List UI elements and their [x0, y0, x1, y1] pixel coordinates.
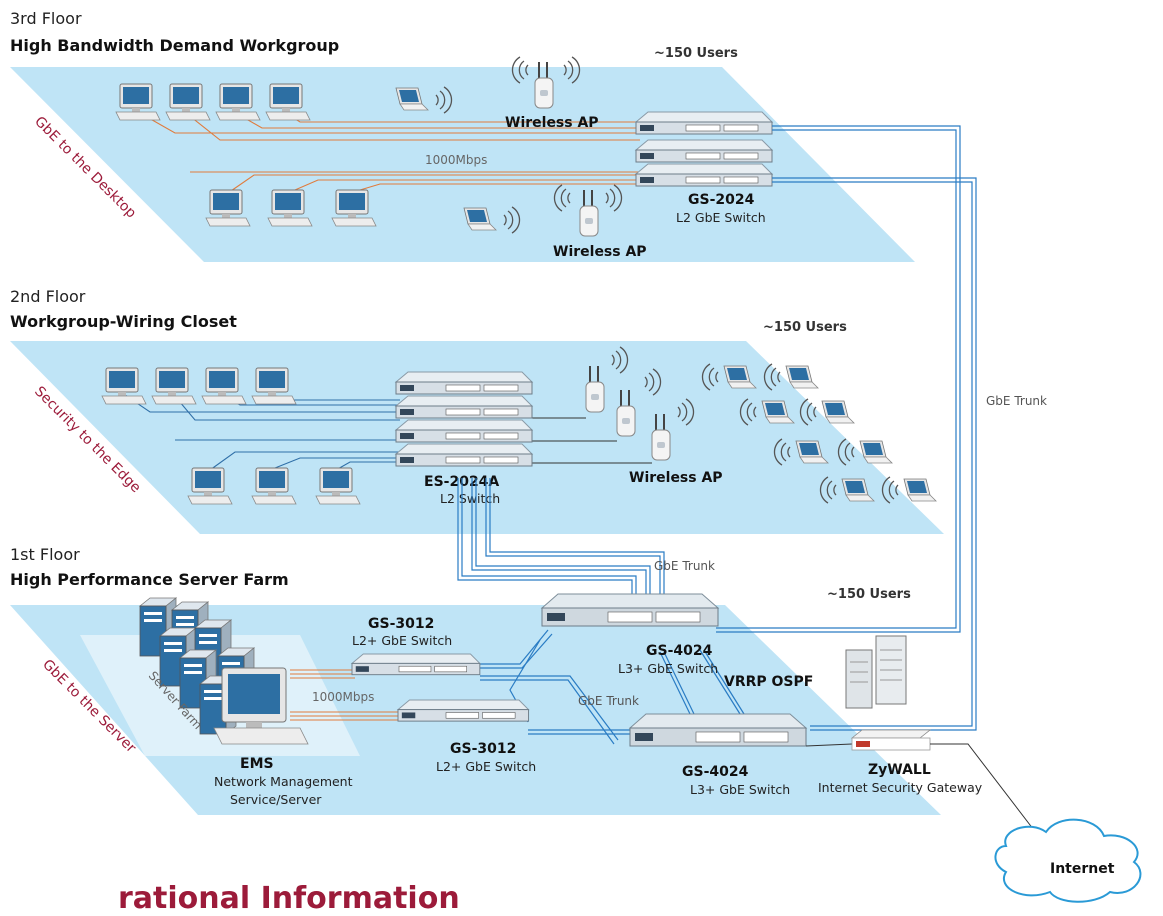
gs-3012-bottom-type: L2+ GbE Switch	[436, 759, 536, 774]
ems-line1: Network Management	[214, 774, 353, 789]
gs-2024-type: L2 GbE Switch	[676, 210, 766, 225]
second-floor-ap-label: Wireless AP	[629, 470, 723, 486]
zywall-device	[850, 729, 932, 751]
first-floor-name: 1st Floor	[10, 545, 80, 564]
third-floor-name: 3rd Floor	[10, 9, 82, 28]
second-floor-users: ~150 Users	[763, 320, 847, 335]
gs-3012-top-switch	[351, 653, 481, 676]
gs-2024-name: GS-2024	[688, 192, 755, 208]
second-floor-ap-links	[530, 417, 652, 464]
zywall-name: ZyWALL	[868, 762, 931, 778]
gs-3012-bottom-switch	[397, 699, 530, 722]
first-floor-speed-label: 1000Mbps	[312, 690, 374, 704]
first-floor-title: High Performance Server Farm	[10, 570, 289, 589]
second-floor-name: 2nd Floor	[10, 287, 86, 306]
gs-3012-top-name: GS-3012	[368, 616, 434, 632]
gs-4024-bottom-name: GS-4024	[682, 764, 749, 780]
internet-label: Internet	[1050, 861, 1115, 877]
third-floor-ap-top-label: Wireless AP	[505, 115, 599, 131]
third-floor-users: ~150 Users	[654, 46, 738, 61]
gs-4024-top-type: L3+ GbE Switch	[618, 661, 718, 676]
gs-4024-top-switch	[541, 593, 719, 627]
gs-4024-top-name: GS-4024	[646, 643, 713, 659]
first-floor-trunk-label: GbE Trunk	[578, 694, 639, 708]
core-zywall-link	[805, 743, 853, 747]
gs-2024-switch	[635, 111, 773, 135]
ems-name: EMS	[240, 756, 274, 772]
internet-cloud-icon	[994, 818, 1142, 903]
second-floor-title: Workgroup-Wiring Closet	[10, 312, 237, 331]
third-floor-ap-bottom-label: Wireless AP	[553, 244, 647, 260]
gs-2024-switch	[635, 139, 773, 163]
gs-2024-switch	[635, 163, 773, 187]
ems-workstation	[213, 667, 309, 745]
first-floor-users: ~150 Users	[827, 587, 911, 602]
right-trunk-label: GbE Trunk	[986, 394, 1047, 408]
es-2024a-switch	[395, 419, 533, 443]
server-links	[290, 669, 400, 721]
es-2024a-switch	[395, 371, 533, 395]
footer-heading: rational Information	[118, 881, 460, 916]
gs-3012-top-type: L2+ GbE Switch	[352, 633, 452, 648]
es-2024a-type: L2 Switch	[440, 491, 500, 506]
vrrp-ospf-label: VRRP OSPF	[724, 674, 813, 690]
ems-line2: Service/Server	[230, 792, 322, 807]
gs-3012-bottom-name: GS-3012	[450, 741, 516, 757]
zywall-type: Internet Security Gateway	[818, 780, 983, 795]
third-floor-speed-label: 1000Mbps	[425, 153, 487, 167]
mid-trunk-label: GbE Trunk	[654, 559, 715, 573]
es-2024a-switch	[395, 443, 533, 467]
gs-4024-bottom-switch	[629, 713, 807, 747]
es-2024a-switch	[395, 395, 533, 419]
gs-4024-bottom-type: L3+ GbE Switch	[690, 782, 790, 797]
zywall-internet-link	[930, 743, 1041, 839]
third-floor-title: High Bandwidth Demand Workgroup	[10, 36, 339, 55]
rack-server-icon	[845, 635, 907, 709]
